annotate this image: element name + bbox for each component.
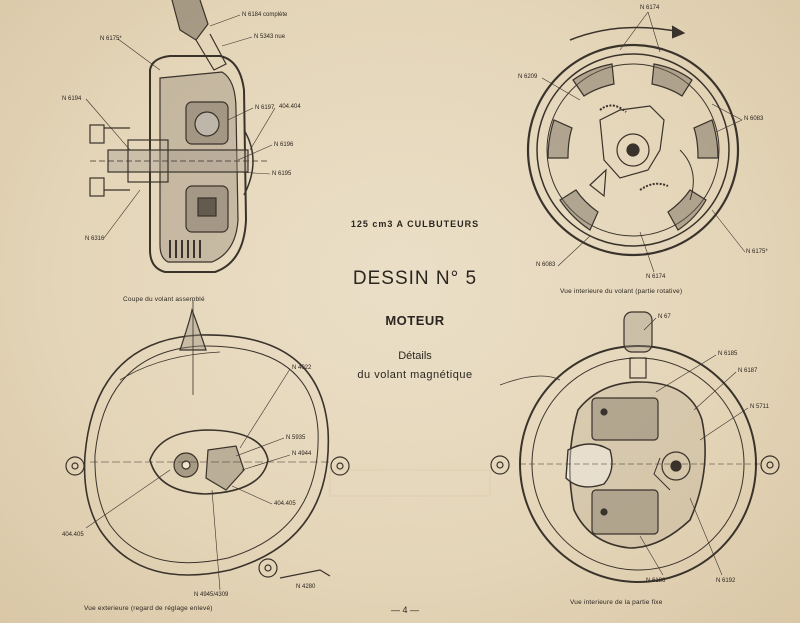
part-label: N 5343 nue [254,34,286,40]
part-label: N 4944 [292,451,312,457]
part-label: N 4280 [296,584,316,590]
part-label: N 6175* [100,36,122,42]
part-label: N 6083 [536,262,556,268]
part-label: N 4945/4309 [194,592,229,598]
part-label: N 6194 [62,96,82,102]
page-number: — 4 — [390,605,419,615]
part-label: N 6192 [716,578,736,584]
part-label: N 6197 [255,105,275,111]
part-label: N 5935 [286,435,306,441]
section-title: MOTEUR [385,313,445,328]
exterior-drawing [65,300,350,591]
drawing-title: DESSIN N° 5 [352,268,478,289]
description-line-2: du volant magnétique [357,369,473,381]
part-label: N 6174 [646,274,666,280]
caption-top-right: Vue interieure du volant (partie rotativ… [560,288,683,295]
caption-bottom-left: Vue exterieure (regard de réglage enlevé… [84,605,213,612]
part-label: N 67 [658,314,671,320]
caption-bottom-right: Vue interieure de la partie fixe [570,599,663,606]
part-label: N 6186 [646,578,666,584]
part-label: N 5711 [750,404,769,410]
part-label: N 6196 [274,142,294,148]
part-label: N 6195 [272,171,292,177]
part-label: N 6174 [640,5,660,11]
part-label: N 6187 [738,368,758,374]
part-label: N 6175* [746,249,768,255]
part-label: N 6209 [518,74,538,80]
part-label: N 4022 [292,365,312,371]
part-label: 404.404 [279,104,301,110]
part-label: N 6083 [744,116,764,122]
part-label: N 6185 [718,351,738,357]
caption-top-left: Coupe du volant assemblé [123,296,205,303]
section-drawing [85,0,276,273]
stator-drawing [490,311,780,583]
part-label: 404.405 [274,501,296,507]
rotor-drawing [526,11,746,273]
part-label: N 6184 complète [242,12,288,18]
part-label: N 6316 [85,236,105,242]
description-line-1: Détails [398,350,432,362]
engine-subtitle: 125 cm3 A CULBUTEURS [350,219,480,229]
part-label: 404.405 [62,532,84,538]
